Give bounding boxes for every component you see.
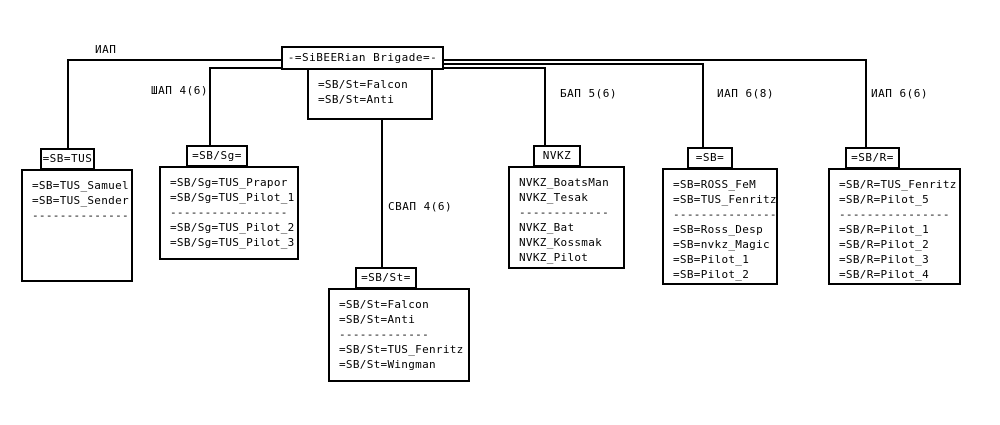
reserve-item: NVKZ_Pilot bbox=[519, 251, 589, 264]
member-item: =SB/Sg=TUS_Pilot_1 bbox=[170, 191, 295, 204]
member-item: =SB=ROSS_FeM bbox=[673, 178, 757, 191]
connector-root-to-sb-horizontal bbox=[438, 63, 704, 65]
connector-root-to-sb-tus-horizontal bbox=[67, 59, 283, 61]
node-sb-st-body: =SB/St=Falcon =SB/St=Anti ------------- … bbox=[328, 288, 470, 382]
member-item: =SB=TUS_Fenritz bbox=[673, 193, 777, 206]
node-nvkz-title: NVKZ bbox=[542, 149, 572, 162]
node-sb-r-header[interactable]: =SB/R= bbox=[845, 147, 900, 169]
node-sb-st-title: =SB/St= bbox=[361, 271, 411, 284]
edge-label-shap: ШАП 4(6) bbox=[151, 84, 208, 97]
member-separator: ------------- bbox=[339, 328, 429, 341]
member-separator: -------------- bbox=[32, 209, 129, 222]
node-sb-st-header[interactable]: =SB/St= bbox=[355, 267, 417, 289]
node-sb-r-title: =SB/R= bbox=[851, 151, 894, 164]
member-item: =SB/St=Anti bbox=[339, 313, 416, 326]
edge-label-iap-6-8: ИАП 6(8) bbox=[717, 87, 774, 100]
reserve-item: =SB/Sg=TUS_Pilot_3 bbox=[170, 236, 295, 249]
member-separator: ----------------- bbox=[170, 206, 288, 219]
node-sb-sg-header[interactable]: =SB/Sg= bbox=[186, 145, 248, 167]
member-separator: ---------------- bbox=[839, 208, 950, 221]
edge-label-bap: БАП 5(6) bbox=[560, 87, 617, 100]
edge-label-iap-left: ИАП bbox=[95, 43, 117, 56]
node-sb-header[interactable]: =SB= bbox=[687, 147, 733, 169]
connector-sb-vertical bbox=[702, 63, 704, 147]
connector-root-to-nvkz-horizontal bbox=[438, 67, 546, 69]
reserve-item: NVKZ_Bat bbox=[519, 221, 575, 234]
reserve-item: =SB/Sg=TUS_Pilot_2 bbox=[170, 221, 295, 234]
reserve-item: =SB/St=TUS_Fenritz bbox=[339, 343, 464, 356]
reserve-item: =SB=Ross_Desp bbox=[673, 223, 763, 236]
connector-sb-tus-vertical bbox=[67, 59, 69, 148]
reserve-item: =SB/R=Pilot_2 bbox=[839, 238, 929, 251]
reserve-item: =SB/R=Pilot_4 bbox=[839, 268, 929, 281]
edge-label-iap-6-6: ИАП 6(6) bbox=[871, 87, 928, 100]
member-item: NVKZ_Tesak bbox=[519, 191, 589, 204]
connector-root-to-sb-sg-horizontal bbox=[209, 67, 283, 69]
member-item: =SB/Sg=TUS_Prapor bbox=[170, 176, 288, 189]
connector-nvkz-vertical bbox=[544, 67, 546, 145]
reserve-item: =SB/R=Pilot_3 bbox=[839, 253, 929, 266]
reserve-item: =SB=Pilot_1 bbox=[673, 253, 750, 266]
root-member: =SB/St=Anti bbox=[318, 93, 395, 106]
node-sb-tus-title: =SB=TUS bbox=[42, 152, 93, 165]
connector-root-to-sb-st-vertical bbox=[381, 120, 383, 267]
node-sb-tus-header[interactable]: =SB=TUS bbox=[40, 148, 95, 170]
member-separator: ------------- bbox=[519, 206, 609, 219]
reserve-item: =SB=nvkz_Magic bbox=[673, 238, 770, 251]
reserve-item: =SB/R=Pilot_1 bbox=[839, 223, 929, 236]
node-sb-sg-title: =SB/Sg= bbox=[192, 149, 242, 162]
node-nvkz-body: NVKZ_BoatsMan NVKZ_Tesak ------------- N… bbox=[508, 166, 625, 269]
node-sb-tus-body: =SB=TUS_Samuel =SB=TUS_Sender ----------… bbox=[21, 169, 133, 282]
root-member: =SB/St=Falcon bbox=[318, 78, 408, 91]
connector-sb-r-vertical bbox=[865, 59, 867, 147]
node-sb-r-body: =SB/R=TUS_Fenritz =SB/R=Pilot_5 --------… bbox=[828, 168, 961, 285]
root-node-body: =SB/St=Falcon =SB/St=Anti bbox=[307, 68, 433, 120]
member-separator: --------------- bbox=[673, 208, 777, 221]
connector-sb-sg-vertical bbox=[209, 67, 211, 145]
node-sb-body: =SB=ROSS_FeM =SB=TUS_Fenritz -----------… bbox=[662, 168, 778, 285]
reserve-item: =SB/St=Wingman bbox=[339, 358, 436, 371]
edge-label-svap: СВАП 4(6) bbox=[388, 200, 453, 213]
member-item: =SB=TUS_Samuel bbox=[32, 179, 129, 192]
member-item: =SB/R=Pilot_5 bbox=[839, 193, 929, 206]
member-item: =SB=TUS_Sender bbox=[32, 194, 129, 207]
node-sb-sg-body: =SB/Sg=TUS_Prapor =SB/Sg=TUS_Pilot_1 ---… bbox=[159, 166, 299, 260]
member-item: =SB/R=TUS_Fenritz bbox=[839, 178, 957, 191]
connector-root-to-sb-r-horizontal bbox=[438, 59, 867, 61]
member-item: NVKZ_BoatsMan bbox=[519, 176, 609, 189]
node-nvkz-header[interactable]: NVKZ bbox=[533, 145, 581, 167]
root-node-title: -=SiBEERian Brigade=- bbox=[287, 51, 438, 64]
member-item: =SB/St=Falcon bbox=[339, 298, 429, 311]
reserve-item: =SB=Pilot_2 bbox=[673, 268, 750, 281]
root-node-header[interactable]: -=SiBEERian Brigade=- bbox=[281, 46, 444, 70]
reserve-item: NVKZ_Kossmak bbox=[519, 236, 603, 249]
node-sb-title: =SB= bbox=[695, 151, 725, 164]
